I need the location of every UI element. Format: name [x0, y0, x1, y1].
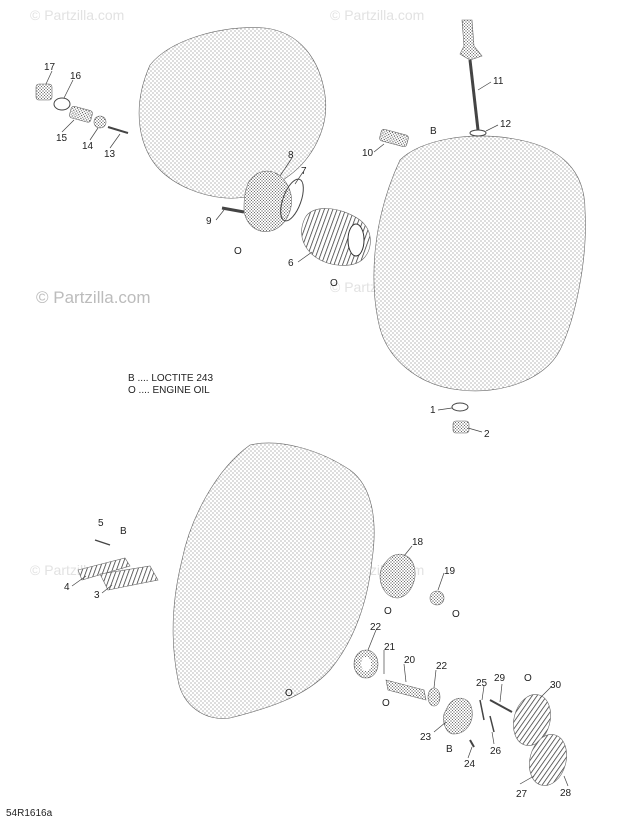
callout-1: 1	[430, 405, 436, 416]
callout-23-loctite: B	[446, 744, 453, 755]
callout-17: 17	[44, 62, 56, 73]
callout-5: 5	[98, 518, 104, 529]
crankcase-cover	[138, 27, 327, 199]
o-ring-1	[451, 402, 469, 412]
watermark-middle-left: © Partzilla.com	[36, 288, 151, 307]
pin-5	[94, 539, 111, 546]
washer-14	[93, 115, 107, 129]
callout-22-left: 22	[370, 622, 382, 633]
callout-19-oil: O	[452, 609, 460, 620]
callout-27: 27	[516, 789, 528, 800]
callout-18: 18	[412, 537, 424, 548]
callout-26: 26	[490, 746, 502, 757]
bolt-29	[489, 699, 513, 713]
legend-engine-oil: O .... ENGINE OIL	[128, 385, 210, 396]
drain-plug-17	[35, 83, 53, 101]
callout-19: 19	[444, 566, 456, 577]
callout-10-loctite: B	[430, 126, 437, 137]
gear-30	[513, 694, 551, 746]
callout-22-right: 22	[436, 661, 448, 672]
callout-9: 9	[206, 216, 212, 227]
callout-2: 2	[484, 429, 490, 440]
oil-filter-cover-8	[243, 170, 292, 232]
callout-crankcase-oil: O	[285, 688, 293, 699]
bolt-13	[107, 126, 129, 134]
callout-29: 29	[494, 673, 506, 684]
dipstick-rod	[468, 59, 480, 131]
oil-pump-18	[379, 553, 416, 599]
seal-22-bore	[361, 657, 371, 671]
oil-dipstick	[459, 19, 483, 61]
lower-crankcase	[172, 442, 375, 719]
leader-lines	[45, 70, 569, 787]
watermark-top-left: © Partzilla.com	[30, 7, 124, 23]
callout-8-oil: O	[234, 246, 242, 257]
callout-25: 25	[476, 678, 488, 689]
callout-6: 6	[288, 258, 294, 269]
callout-7: 7	[301, 166, 307, 177]
pump-shaft-20	[385, 679, 427, 701]
pin-26	[489, 715, 495, 733]
callout-18-oil: O	[384, 606, 392, 617]
callout-21: 21	[384, 642, 396, 653]
o-ring-7	[280, 178, 304, 222]
bolt-9	[221, 206, 245, 214]
o-ring-12	[469, 129, 487, 137]
screen-3	[99, 565, 159, 591]
plug-2	[452, 420, 470, 434]
legend-loctite: B .... LOCTITE 243	[128, 373, 214, 384]
oil-filter-end	[347, 223, 365, 257]
callout-23: 23	[420, 732, 432, 743]
spring-15	[69, 105, 93, 123]
legend: B .... LOCTITE 243 O .... ENGINE OIL	[128, 373, 213, 397]
callout-14: 14	[82, 141, 94, 152]
screw-24	[469, 739, 475, 748]
watermark-top-right: © Partzilla.com	[330, 7, 424, 23]
callout-15: 15	[56, 133, 68, 144]
reference-code: 54R1616a	[6, 808, 53, 819]
callout-10: 10	[362, 148, 374, 159]
callout-8: 8	[288, 150, 294, 161]
callout-11: 11	[493, 76, 504, 87]
callout-30: 30	[550, 680, 562, 691]
gear-19	[429, 590, 445, 606]
callout-13: 13	[104, 149, 116, 160]
callout-12: 12	[500, 119, 512, 130]
callout-6-oil: O	[330, 278, 338, 289]
gear-27	[529, 734, 567, 786]
callout-24: 24	[464, 759, 476, 770]
callout-3: 3	[94, 590, 100, 601]
callout-20-oil: O	[382, 698, 390, 709]
callout-5-loctite: B	[120, 526, 127, 537]
rod-4	[77, 557, 131, 581]
pin-25	[479, 699, 485, 721]
pump-cover-23	[443, 697, 473, 735]
seal-22-right	[427, 687, 441, 707]
crankcase-housing	[373, 135, 586, 392]
bolt-10	[379, 128, 409, 148]
o-ring-16	[53, 97, 71, 111]
callout-28: 28	[560, 788, 572, 799]
callout-16: 16	[70, 71, 82, 82]
callout-29-oil: O	[524, 673, 532, 684]
callout-20: 20	[404, 655, 416, 666]
callout-4: 4	[64, 582, 70, 593]
